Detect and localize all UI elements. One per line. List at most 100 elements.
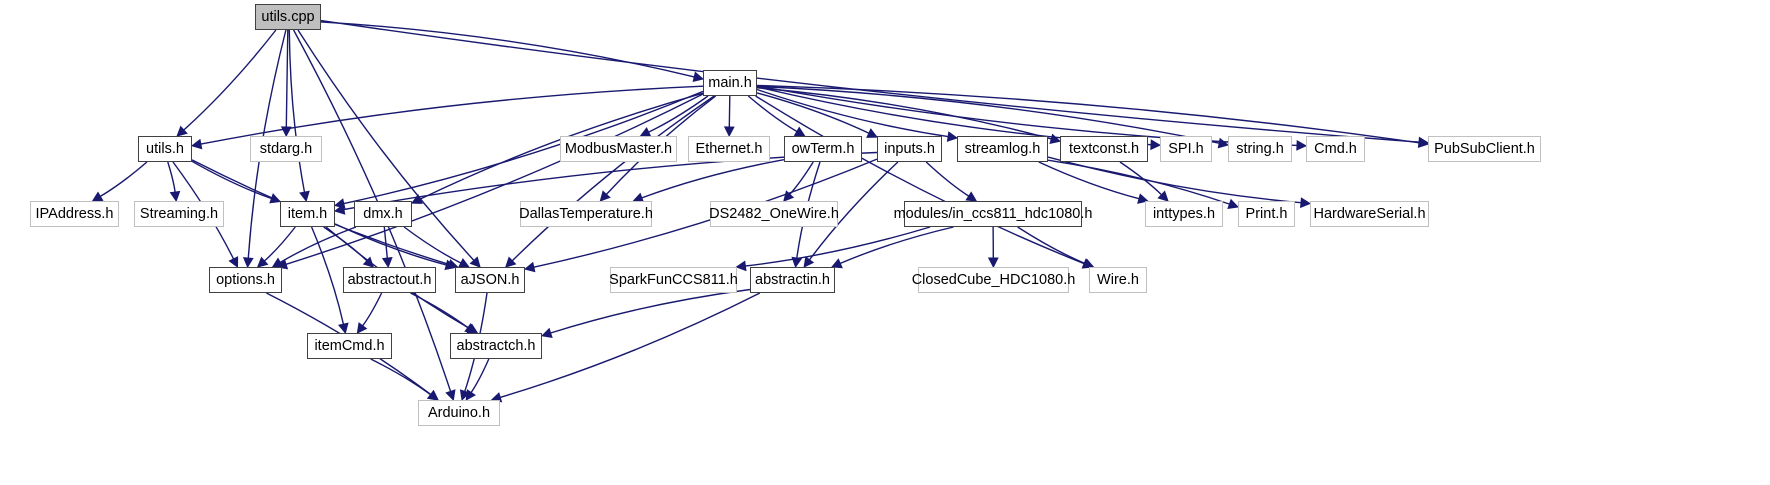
graph-node-label: ModbusMaster.h	[564, 141, 673, 157]
graph-edge-arrowhead	[523, 261, 536, 273]
graph-edge-arrowhead	[176, 125, 188, 137]
graph-node-textconst-h[interactable]: textconst.h	[1060, 136, 1148, 162]
graph-edge-arrowhead	[540, 327, 553, 339]
graph-edge	[183, 29, 277, 131]
graph-edge	[1047, 156, 1302, 204]
graph-edge-arrowhead	[1217, 137, 1230, 149]
graph-node-utils-h[interactable]: utils.h	[138, 136, 192, 162]
graph-edge-arrowhead	[91, 191, 104, 202]
graph-node-abstractch-h[interactable]: abstractch.h	[450, 333, 542, 359]
graph-node-label: IPAddress.h	[35, 206, 114, 222]
graph-edge	[511, 95, 715, 262]
graph-edge-arrowhead	[457, 257, 470, 268]
graph-node-cmd-h[interactable]: Cmd.h	[1306, 136, 1365, 162]
graph-edge	[756, 85, 1298, 147]
graph-edge	[99, 161, 148, 198]
graph-node-ethernet-h[interactable]: Ethernet.h	[688, 136, 770, 162]
graph-edge-arrowhead	[1049, 133, 1062, 144]
graph-edge-arrowhead	[299, 190, 310, 203]
graph-node-label: inputs.h	[884, 141, 935, 157]
graph-node-label: DallasTemperature.h	[519, 206, 653, 222]
graph-node-pubsubclient-h[interactable]: PubSubClient.h	[1428, 136, 1541, 162]
graph-node-arduino-h[interactable]: Arduino.h	[418, 400, 500, 426]
graph-edge	[756, 87, 1052, 140]
graph-edge	[323, 226, 368, 262]
graph-edge-arrowhead	[599, 190, 611, 202]
graph-node-label: aJSON.h	[460, 272, 520, 288]
graph-edge-arrowhead	[1300, 197, 1312, 209]
graph-node-label: ClosedCube_HDC1080.h	[911, 272, 1076, 288]
graph-node-streaming-h[interactable]: Streaming.h	[134, 201, 224, 227]
graph-edge	[370, 358, 431, 396]
graph-node-abstractin-h[interactable]: abstractin.h	[750, 267, 835, 293]
graph-node-ds2482-onewire-h[interactable]: DS2482_OneWire.h	[709, 201, 839, 227]
graph-node-item-h[interactable]: item.h	[280, 201, 335, 227]
graph-edge	[648, 95, 709, 133]
graph-edge-arrowhead	[362, 256, 375, 268]
graph-edge	[167, 161, 176, 193]
graph-edge-arrowhead	[469, 256, 481, 268]
graph-edge	[808, 161, 899, 261]
graph-node-streamlog-h[interactable]: streamlog.h	[957, 136, 1048, 162]
graph-node-label: owTerm.h	[791, 141, 855, 157]
graph-node-label: itemCmd.h	[314, 338, 385, 354]
graph-edge	[470, 358, 490, 393]
graph-edge-arrowhead	[866, 128, 878, 138]
graph-node-options-h[interactable]: options.h	[209, 267, 282, 293]
graph-node-modbusmaster-h[interactable]: ModbusMaster.h	[560, 136, 677, 162]
graph-node-label: stdarg.h	[259, 141, 313, 157]
graph-edge-arrowhead	[723, 126, 735, 138]
graph-node-main-h[interactable]: main.h	[703, 70, 757, 96]
graph-edge-arrowhead	[256, 256, 269, 268]
graph-node-label: utils.h	[146, 141, 184, 157]
graph-node-dallastemperature-h[interactable]: DallasTemperature.h	[519, 201, 653, 227]
graph-edge-arrowhead	[1137, 193, 1149, 204]
graph-node-label: abstractin.h	[755, 272, 830, 288]
graph-edge-arrowhead	[946, 131, 959, 142]
graph-edge	[285, 93, 704, 265]
graph-edge	[263, 226, 296, 262]
graph-edge	[310, 226, 345, 325]
graph-edge	[728, 95, 731, 128]
graph-node-ajson-h[interactable]: aJSON.h	[455, 267, 525, 293]
graph-edge-arrowhead	[1150, 139, 1162, 151]
graph-edge	[285, 29, 289, 128]
graph-edge	[288, 29, 306, 193]
graph-edge	[410, 292, 469, 329]
graph-node-label: Cmd.h	[1314, 141, 1357, 157]
graph-node-hardwareserial-h[interactable]: HardwareSerial.h	[1310, 201, 1429, 227]
graph-edge	[191, 160, 272, 200]
graph-edge-arrowhead	[228, 256, 239, 268]
graph-edge	[1017, 226, 1086, 265]
graph-node-label: Arduino.h	[427, 405, 491, 421]
graph-edge-arrowhead	[692, 71, 705, 82]
graph-node-closedcube-hdc1080-h[interactable]: ClosedCube_HDC1080.h	[912, 267, 1075, 293]
graph-node-print-h[interactable]: Print.h	[1238, 201, 1295, 227]
graph-node-stdarg-h[interactable]: stdarg.h	[250, 136, 322, 162]
graph-node-abstractout-h[interactable]: abstractout.h	[343, 267, 436, 293]
graph-edge	[383, 226, 388, 259]
graph-edge	[279, 226, 357, 264]
graph-node-owterm-h[interactable]: owTerm.h	[784, 136, 862, 162]
graph-node-inttypes-h[interactable]: inttypes.h	[1145, 201, 1223, 227]
graph-node-inputs-h[interactable]: inputs.h	[877, 136, 942, 162]
graph-edge	[533, 158, 878, 268]
graph-node-label: PubSubClient.h	[1434, 141, 1535, 157]
graph-node-ipaddress-h[interactable]: IPAddress.h	[30, 201, 119, 227]
graph-edge-arrowhead	[190, 138, 203, 150]
graph-node-label: SPI.h	[1168, 141, 1204, 157]
graph-edge-arrowhead	[1417, 137, 1430, 149]
graph-node-string-h[interactable]: string.h	[1228, 136, 1292, 162]
graph-node-modules-in-ccs811[interactable]: modules/in_ccs811_hdc1080.h	[894, 201, 1092, 227]
graph-node-label: textconst.h	[1068, 141, 1140, 157]
graph-node-itemcmd-h[interactable]: itemCmd.h	[307, 333, 392, 359]
graph-node-label: main.h	[708, 75, 752, 91]
graph-node-wire-h[interactable]: Wire.h	[1089, 267, 1147, 293]
graph-node-sparkfunccs811-h[interactable]: SparkFunCCS811.h	[609, 267, 738, 293]
graph-node-label: Streaming.h	[139, 206, 219, 222]
graph-node-dmx-h[interactable]: dmx.h	[354, 201, 412, 227]
graph-edge	[925, 161, 970, 197]
graph-node-spi-h[interactable]: SPI.h	[1160, 136, 1212, 162]
graph-edge	[499, 292, 761, 399]
